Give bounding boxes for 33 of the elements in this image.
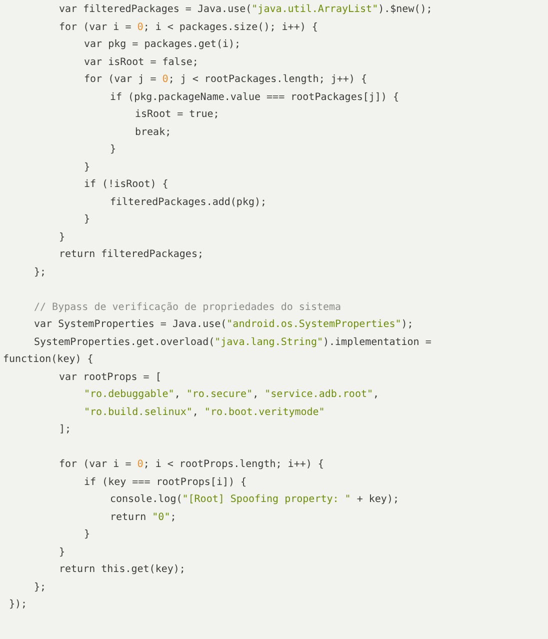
code-line: if (pkg.packageName.value === rootPackages[j]) { — [110, 90, 399, 104]
code-line: } — [84, 160, 90, 174]
code-line: isRoot = true; — [135, 108, 220, 122]
code-line: // Bypass de verificação de propriedades do sistema — [34, 300, 342, 314]
code-line: SystemProperties.get.overload("java.lang.String").implementation = — [34, 336, 432, 350]
code-line: } — [59, 230, 66, 244]
code-line: }; — [34, 580, 46, 594]
code-line: return this.get(key); — [59, 563, 186, 577]
code-line: return "0"; — [110, 510, 176, 524]
code-line: for (var i = 0; i < rootProps.length; i++) { — [59, 458, 324, 472]
code-line: "ro.build.selinux", "ro.boot.veritymode" — [84, 406, 325, 420]
code-line: } — [84, 528, 90, 542]
code-line: var rootProps = [ — [59, 370, 162, 384]
code-line: }; — [34, 266, 46, 280]
code-line: console.log("[Root] Spoofing property: " + key); — [110, 493, 399, 507]
code-line: var SystemProperties = Java.use("android.os.SystemProperties"); — [34, 318, 414, 332]
code-line: } — [84, 213, 90, 227]
code-line: for (var i = 0; i < packages.size(); i++) { — [59, 20, 318, 34]
code-line: if (key === rootProps[i]) { — [84, 476, 247, 490]
code-line: var pkg = packages.get(i); — [84, 38, 241, 52]
code-line: return filteredPackages; — [59, 248, 204, 262]
code-line: for (var j = 0; j < rootPackages.length; j++) { — [84, 73, 367, 87]
code-line: if (!isRoot) { — [84, 178, 168, 192]
code-line: break; — [135, 126, 172, 140]
code-line: }); — [9, 598, 28, 612]
code-line: ]; — [59, 423, 72, 437]
code-line: } — [59, 546, 66, 560]
code-line: } — [110, 143, 116, 157]
code-line: function(key) { — [3, 353, 94, 367]
code-line: var isRoot = false; — [84, 56, 198, 70]
code-line: var filteredPackages = Java.use("java.util.ArrayList").$new(); — [59, 3, 432, 17]
code-line: "ro.debuggable", "ro.secure", "service.adb.root", — [84, 388, 380, 402]
code-line: filteredPackages.add(pkg); — [110, 196, 267, 210]
